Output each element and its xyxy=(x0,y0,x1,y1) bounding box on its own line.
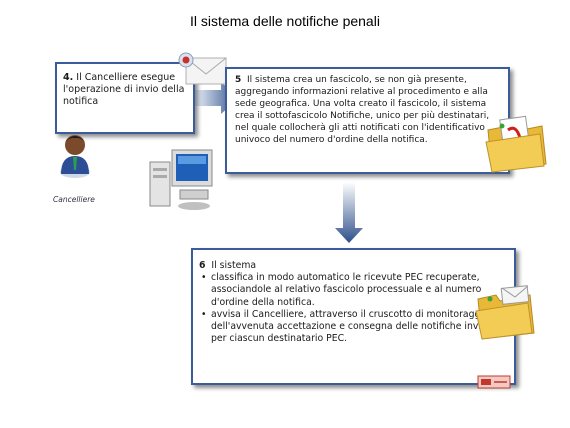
step-4-text: Il Cancelliere esegue l'operazione di in… xyxy=(63,72,185,107)
step-6-number: 6 xyxy=(199,260,206,271)
page-title: Il sistema delle notifiche penali xyxy=(190,13,380,29)
user-icon xyxy=(60,135,90,178)
step-5-text: Il sistema crea un fascicolo, se non già… xyxy=(235,75,490,145)
actor-label: Cancelliere xyxy=(53,195,95,204)
folder-pdf-icon xyxy=(485,115,547,173)
step-6-bullet: avvisa il Cancelliere, attraverso il cru… xyxy=(201,309,509,346)
stamp-icon xyxy=(477,375,511,389)
step-4-box: 4. Il Cancelliere esegue l'operazione di… xyxy=(55,62,195,134)
computer-icon xyxy=(149,149,213,210)
step-6-bullet: classifica in modo automatico le ricevut… xyxy=(201,272,509,309)
arrow-down-icon xyxy=(335,182,363,243)
envelope-icon xyxy=(178,52,227,85)
step-6-heading: Il sistema xyxy=(211,260,257,271)
step-5-box: 5 Il sistema crea un fascicolo, se non g… xyxy=(225,67,510,174)
folder-mail-icon xyxy=(475,285,535,340)
step-4-number: 4. xyxy=(63,72,74,83)
step-5-number: 5 xyxy=(235,75,242,85)
step-6-box: 6 Il sistema classifica in modo automati… xyxy=(191,248,516,385)
